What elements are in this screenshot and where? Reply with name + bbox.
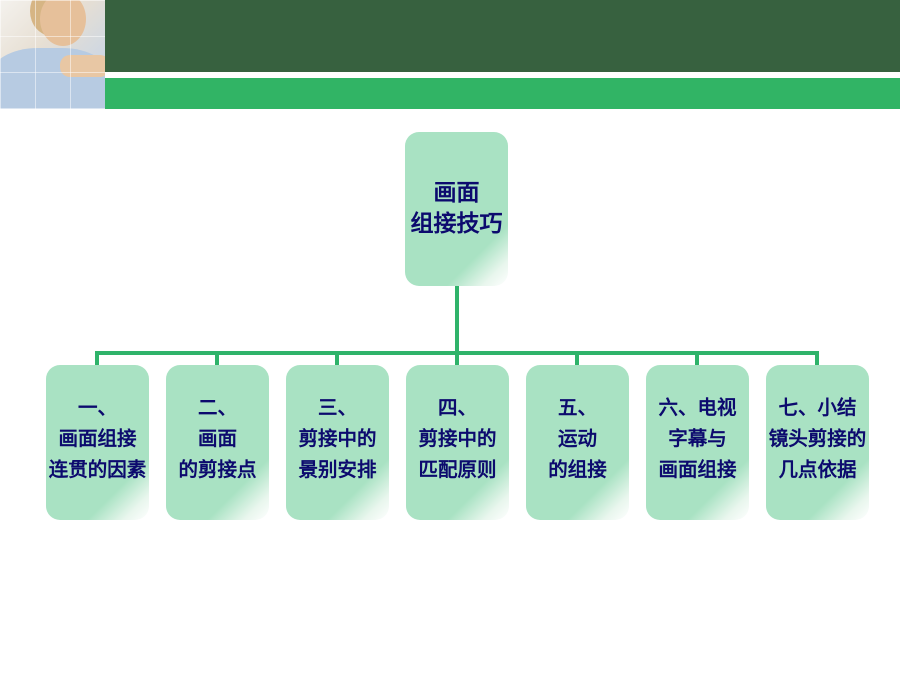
child-node-5[interactable]: 五、 运动 的组接 xyxy=(526,365,629,520)
child-node-label: 三、 剪接中的 景别安排 xyxy=(298,396,377,481)
child-node-4[interactable]: 四、 剪接中的 匹配原则 xyxy=(406,365,509,520)
child-node-label: 二、 画面 的剪接点 xyxy=(178,396,257,481)
root-node[interactable]: 画面 组接技巧 xyxy=(405,132,508,286)
child-node-label: 一、 画面组接 连贯的因素 xyxy=(48,396,147,481)
header-divider xyxy=(105,72,900,78)
photo-grid-overlay xyxy=(0,0,105,109)
child-node-2[interactable]: 二、 画面 的剪接点 xyxy=(166,365,269,520)
child-node-label: 五、 运动 的组接 xyxy=(548,396,607,481)
root-node-label: 画面 组接技巧 xyxy=(410,180,503,237)
child-node-7[interactable]: 七、小结 镜头剪接的 几点依据 xyxy=(766,365,869,520)
child-node-3[interactable]: 三、 剪接中的 景别安排 xyxy=(286,365,389,520)
header-green-band xyxy=(105,78,900,109)
header-photo xyxy=(0,0,105,109)
child-node-label: 四、 剪接中的 匹配原则 xyxy=(418,396,497,481)
child-node-1[interactable]: 一、 画面组接 连贯的因素 xyxy=(46,365,149,520)
child-node-label: 六、电视 字幕与 画面组接 xyxy=(658,396,737,481)
header-dark-band xyxy=(105,0,900,72)
child-node-label: 七、小结 镜头剪接的 几点依据 xyxy=(768,396,867,481)
child-node-6[interactable]: 六、电视 字幕与 画面组接 xyxy=(646,365,749,520)
